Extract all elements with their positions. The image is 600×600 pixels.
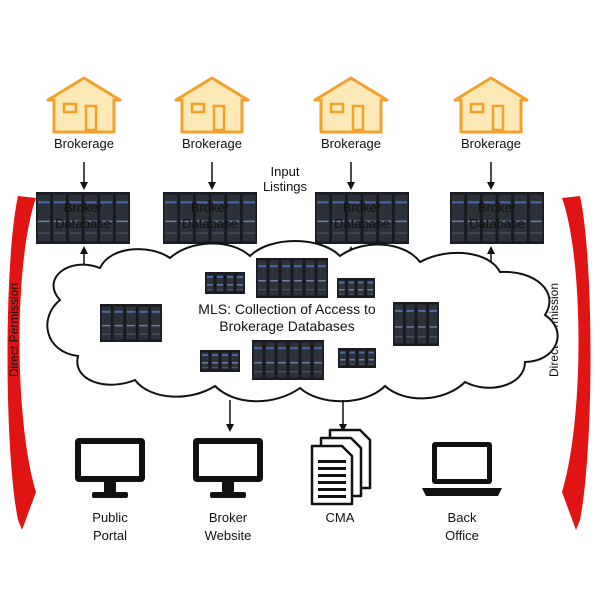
broker-database-label-line2: Database bbox=[334, 216, 390, 231]
mls-label-line1: MLS: Collection of Access to bbox=[198, 301, 376, 317]
direct-permission-right: Direct Permission bbox=[547, 196, 591, 530]
input-listings-line1: Input bbox=[271, 164, 300, 179]
broker-database-icon bbox=[450, 192, 544, 244]
output-label-line1: CMA bbox=[326, 510, 355, 525]
mls-cloud bbox=[46, 240, 559, 403]
cloud-servers bbox=[100, 258, 439, 380]
house-icon bbox=[453, 76, 529, 134]
server-rack-icon bbox=[252, 340, 324, 380]
direct-permission-left: Direct Permission bbox=[7, 196, 36, 530]
broker-database-label-line1: Broker bbox=[478, 200, 517, 215]
output-label-line2: Website bbox=[205, 528, 252, 543]
broker-database-icon bbox=[163, 192, 257, 244]
server-rack-icon bbox=[393, 302, 439, 346]
house-icon bbox=[46, 76, 122, 134]
input-listings-line2: Listings bbox=[263, 179, 308, 194]
brokerage-label: Brokerage bbox=[54, 136, 114, 151]
server-rack-icon bbox=[256, 258, 328, 298]
laptop-icon bbox=[422, 442, 502, 496]
house-icon bbox=[313, 76, 389, 134]
output-label-line1: Public bbox=[92, 510, 128, 525]
permission-arrow-right-icon bbox=[562, 196, 591, 530]
server-rack-icon bbox=[200, 350, 240, 372]
brokerage-label: Brokerage bbox=[461, 136, 521, 151]
output-label-line2: Office bbox=[445, 528, 479, 543]
broker-database-label-line2: Database bbox=[182, 216, 238, 231]
output-label-line1: Broker bbox=[209, 510, 248, 525]
broker-database-label-line2: Database bbox=[55, 216, 111, 231]
output-item: CMA bbox=[310, 428, 372, 525]
house-icon bbox=[174, 76, 250, 134]
broker-database-icon bbox=[315, 192, 409, 244]
monitor-icon bbox=[75, 438, 145, 498]
direct-permission-left-label: Direct Permission bbox=[7, 283, 21, 377]
broker-database-icon bbox=[36, 192, 130, 244]
broker-database-label-line1: Broker bbox=[64, 200, 103, 215]
broker-database-label-line1: Broker bbox=[343, 200, 382, 215]
documents-icon bbox=[310, 428, 372, 506]
broker-database-label-line1: Broker bbox=[191, 200, 230, 215]
mls-label-line2: Brokerage Databases bbox=[219, 318, 354, 334]
output-label-line1: Back bbox=[448, 510, 477, 525]
server-rack-icon bbox=[205, 272, 245, 294]
server-rack-icon bbox=[100, 304, 162, 342]
permission-arrow-left-icon bbox=[7, 196, 36, 530]
brokerage-columns: BrokerageBrokerDatabaseBrokerageBrokerDa… bbox=[36, 76, 544, 294]
brokerage-label: Brokerage bbox=[321, 136, 381, 151]
broker-database-label-line2: Database bbox=[469, 216, 525, 231]
server-rack-icon bbox=[338, 348, 376, 368]
monitor-icon bbox=[193, 438, 263, 498]
brokerage-label: Brokerage bbox=[182, 136, 242, 151]
server-rack-icon bbox=[337, 278, 375, 298]
output-label-line2: Portal bbox=[93, 528, 127, 543]
